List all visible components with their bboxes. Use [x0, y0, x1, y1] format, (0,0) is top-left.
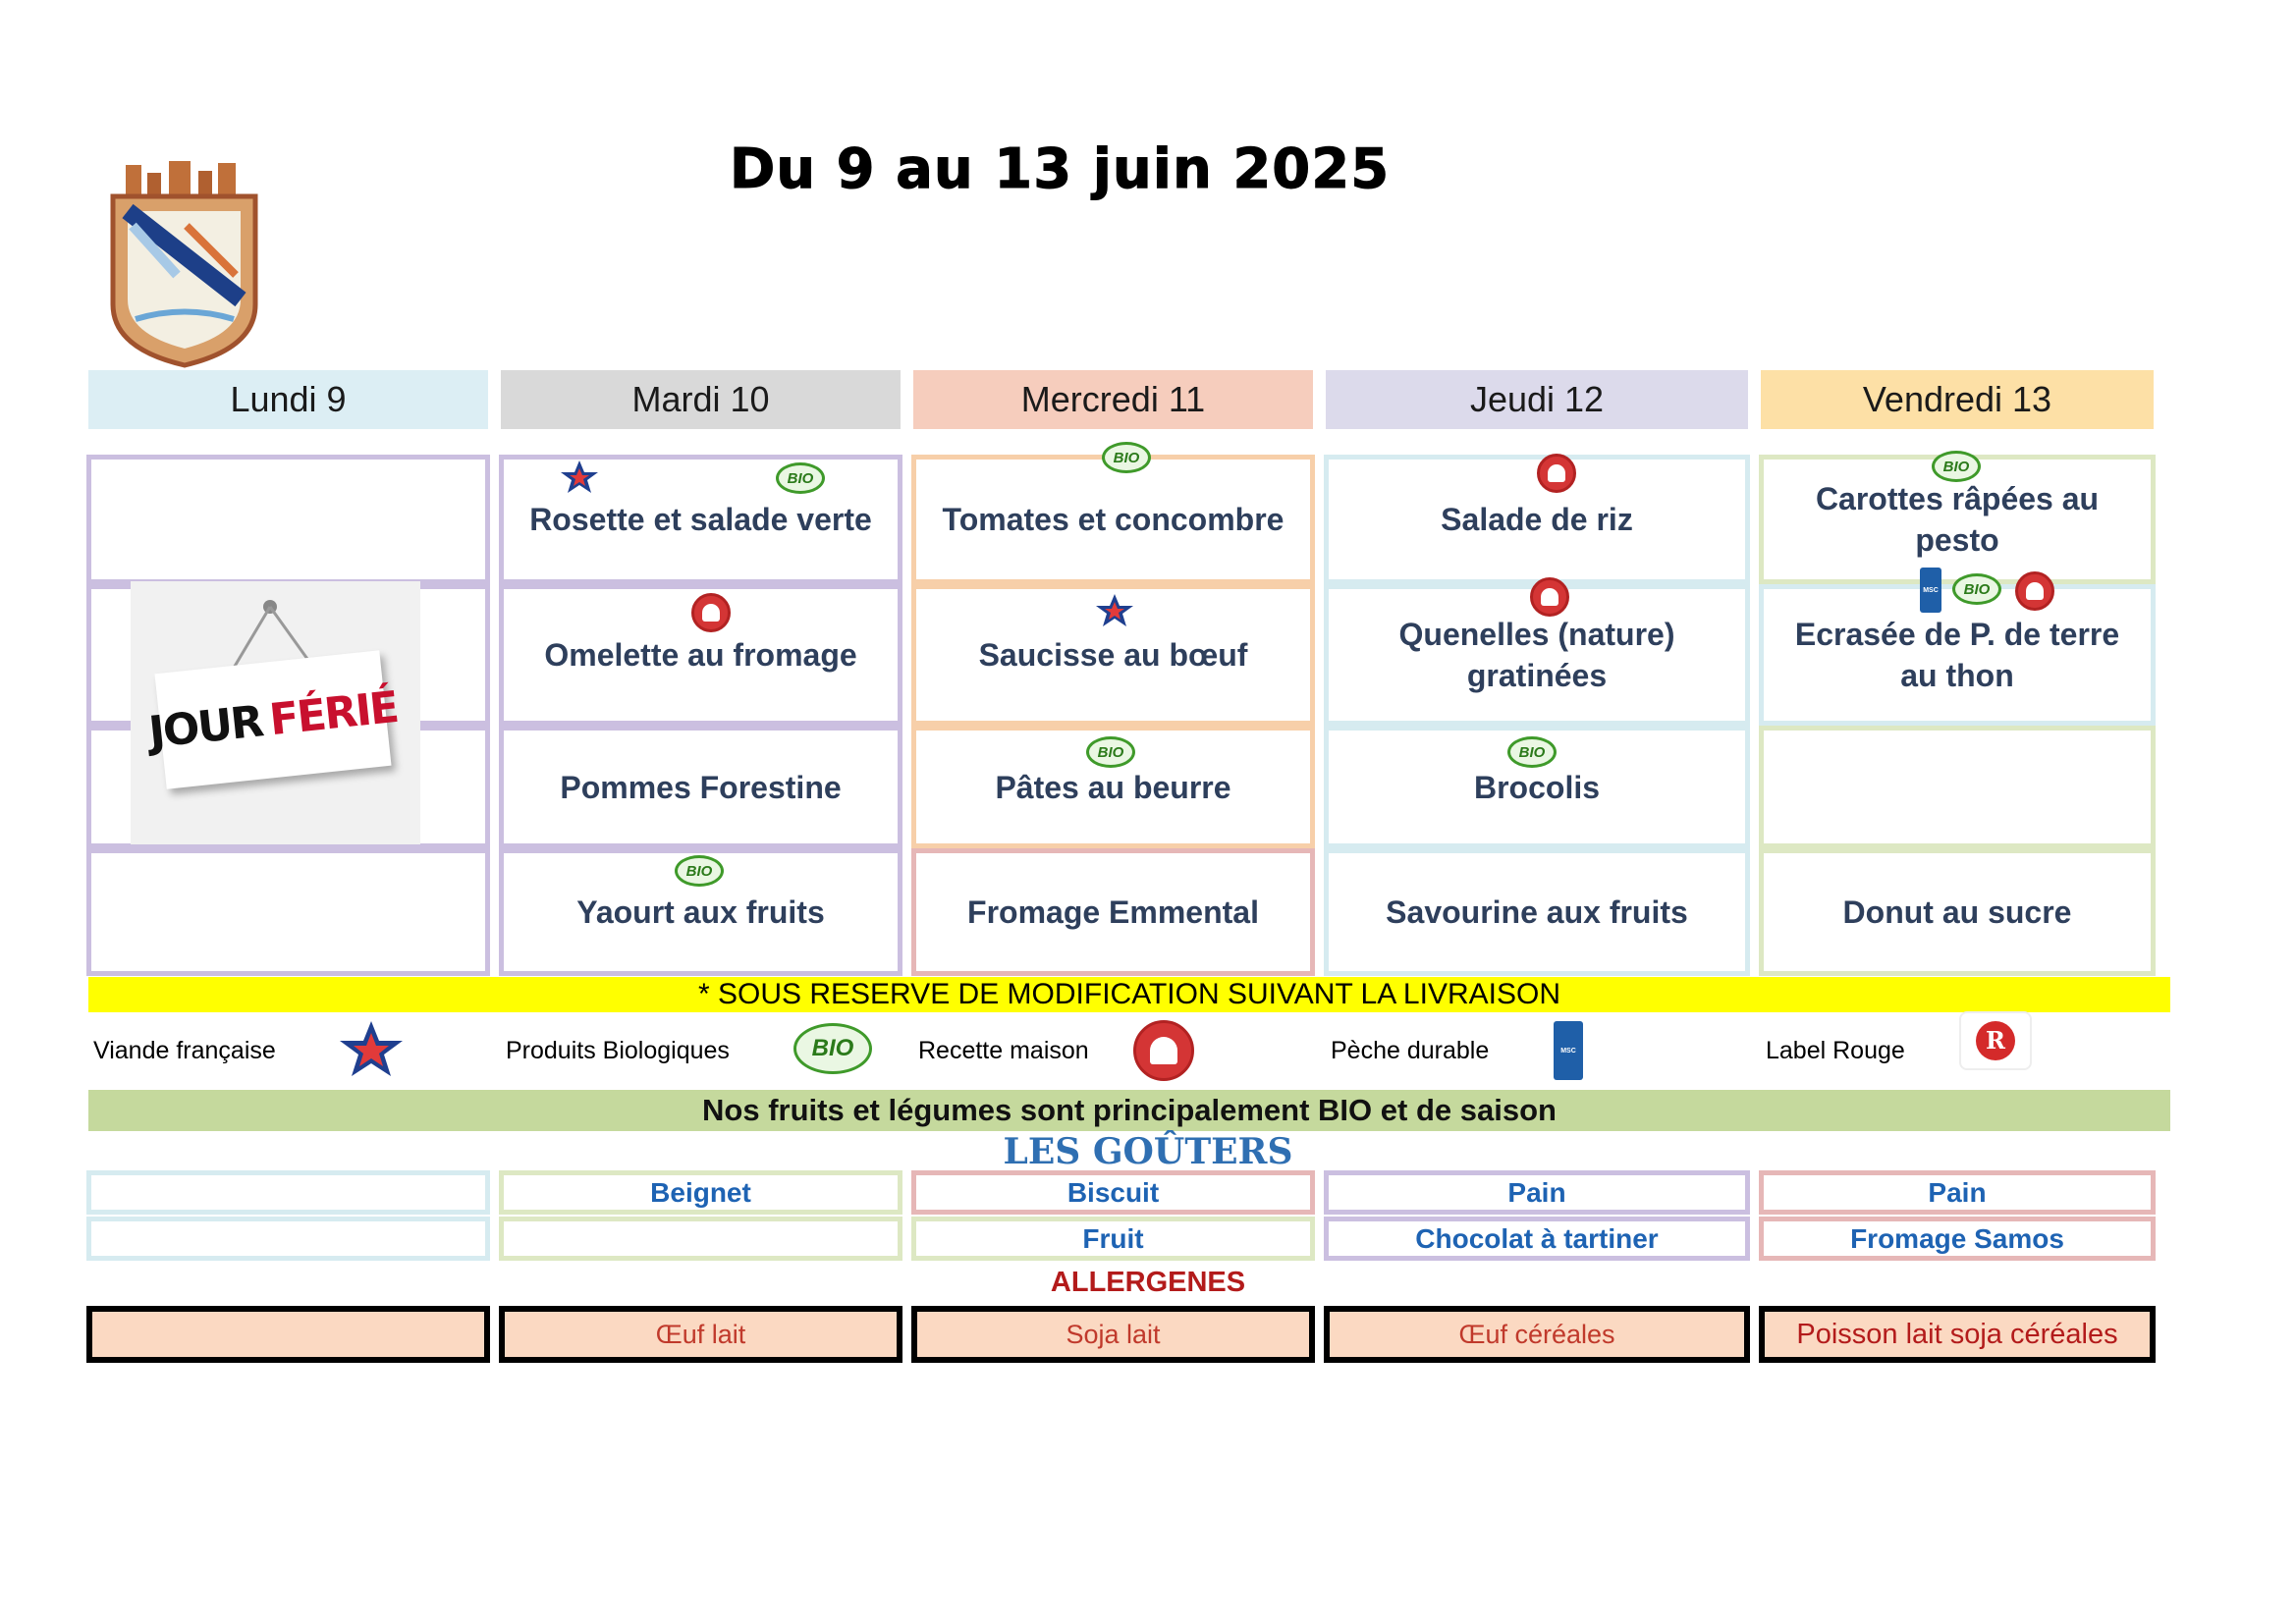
- recette-maison-icon: [1133, 1020, 1194, 1081]
- bio-icon: BIO: [1102, 442, 1151, 473]
- bio-icon: BIO: [1952, 573, 2001, 605]
- jour-ferie-sign: JOUR FÉRIÉ: [146, 650, 400, 789]
- day-header-mardi: Mardi 10: [501, 370, 901, 429]
- jour-ferie-image: JOUR FÉRIÉ: [131, 581, 420, 844]
- menu-cell-jeudi-accomp: Brocolis: [1324, 726, 1750, 848]
- svg-text:R: R: [1986, 1026, 2006, 1055]
- allergenes-lundi: [86, 1306, 490, 1363]
- day-header-lundi: Lundi 9: [88, 370, 488, 429]
- legend-recette-maison: Recette maison: [918, 1037, 1089, 1064]
- gouter-lundi-1: [86, 1170, 490, 1215]
- allergenes-vendredi: Poisson lait soja céréales: [1759, 1306, 2156, 1363]
- day-header-jeudi: Jeudi 12: [1326, 370, 1748, 429]
- peche-durable-icon: MSC: [1554, 1021, 1583, 1080]
- day-header-mercredi: Mercredi 11: [913, 370, 1313, 429]
- fruits-legumes-banner: Nos fruits et légumes sont principalemen…: [88, 1090, 2170, 1131]
- allergenes-mercredi: Soja lait: [911, 1306, 1315, 1363]
- menu-cell-vendredi-plat: Ecrasée de P. de terre au thon: [1759, 584, 2156, 726]
- town-crest-logo: [108, 157, 265, 368]
- viandes-de-france-icon: [557, 459, 602, 496]
- bio-icon: BIO: [1932, 451, 1981, 482]
- menu-cell-lundi-entree: [86, 455, 490, 584]
- bio-icon: BIO: [793, 1023, 872, 1074]
- bio-icon: BIO: [1086, 736, 1135, 768]
- day-header-vendredi: Vendredi 13: [1761, 370, 2154, 429]
- jour-ferie-word2: FÉRIÉ: [266, 681, 400, 745]
- gouter-jeudi-1: Pain: [1324, 1170, 1750, 1215]
- legend-produits-biologiques: Produits Biologiques: [506, 1037, 730, 1064]
- menu-cell-jeudi-dessert: Savourine aux fruits: [1324, 848, 1750, 976]
- bio-icon: BIO: [675, 855, 724, 887]
- legend-label-rouge: Label Rouge: [1766, 1037, 1905, 1064]
- gouter-vendredi-2: Fromage Samos: [1759, 1217, 2156, 1261]
- menu-cell-lundi-dessert: [86, 848, 490, 976]
- gouter-jeudi-2: Chocolat à tartiner: [1324, 1217, 1750, 1261]
- recette-maison-icon: [1530, 577, 1569, 617]
- menu-cell-vendredi-dessert: Donut au sucre: [1759, 848, 2156, 976]
- label-rouge-icon: R: [1959, 1011, 2032, 1070]
- gouter-mercredi-1: Biscuit: [911, 1170, 1315, 1215]
- notice-banner: * SOUS RESERVE DE MODIFICATION SUIVANT L…: [88, 977, 2170, 1012]
- gouter-mardi-2: [499, 1217, 902, 1261]
- menu-cell-mardi-entree: Rosette et salade verte: [499, 455, 902, 584]
- viandes-de-france-icon: [1092, 592, 1137, 629]
- bio-icon: BIO: [776, 462, 825, 494]
- recette-maison-icon: [691, 593, 731, 632]
- bio-icon: BIO: [1507, 736, 1557, 768]
- jour-ferie-word1: JOUR: [146, 695, 265, 758]
- gouter-lundi-2: [86, 1217, 490, 1261]
- peche-durable-icon: MSC: [1920, 568, 1941, 613]
- allergenes-mardi: Œuf lait: [499, 1306, 902, 1363]
- menu-cell-mercredi-dessert: Fromage Emmental: [911, 848, 1315, 976]
- gouters-title: LES GOÛTERS: [1003, 1131, 1293, 1172]
- menu-cell-vendredi-accomp: [1759, 726, 2156, 848]
- legend-viande-francaise: Viande française: [93, 1037, 276, 1064]
- legend-peche-durable: Pèche durable: [1331, 1037, 1490, 1064]
- page-title: Du 9 au 13 juin 2025: [729, 137, 1391, 202]
- gouter-mardi-1: Beignet: [499, 1170, 902, 1215]
- allergenes-title: ALLERGENES: [1050, 1267, 1246, 1298]
- gouter-mercredi-2: Fruit: [911, 1217, 1315, 1261]
- gouter-vendredi-1: Pain: [1759, 1170, 2156, 1215]
- menu-cell-mardi-accomp: Pommes Forestine: [499, 726, 902, 848]
- recette-maison-icon: [2015, 571, 2054, 611]
- viandes-de-france-icon: [332, 1017, 410, 1082]
- menu-cell-mercredi-entree: Tomates et concombre: [911, 455, 1315, 584]
- allergenes-jeudi: Œuf céréales: [1324, 1306, 1750, 1363]
- recette-maison-icon: [1537, 454, 1576, 493]
